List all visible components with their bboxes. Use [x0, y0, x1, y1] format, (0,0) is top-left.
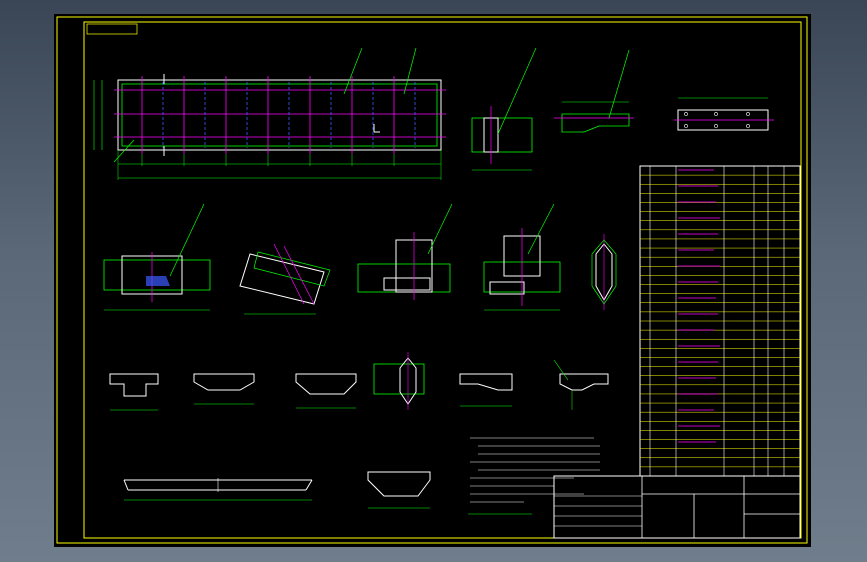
small-section-1: [109, 373, 159, 411]
technical-requirements: [468, 437, 600, 515]
section-view-c: [674, 97, 774, 131]
drawing-stamp-box: [86, 23, 138, 35]
small-section-3: [295, 373, 357, 409]
sheet-outer-border: [56, 16, 808, 544]
drawing-sheet: [56, 16, 808, 544]
small-section-2: [193, 373, 255, 405]
detail-view-4: [483, 203, 561, 311]
sheet-inner-border: [83, 21, 802, 539]
section-view-a: [471, 47, 537, 171]
detail-view-3: [357, 203, 453, 300]
detail-view-1: [103, 203, 211, 311]
title-block: [553, 475, 801, 539]
detail-view-5: [591, 234, 617, 310]
small-section-5: [459, 373, 513, 407]
small-section-6: [553, 359, 609, 410]
small-section-4: [373, 352, 425, 410]
bottom-plate-view: [123, 478, 313, 501]
bom-table: [639, 165, 801, 477]
bottom-small-section: [367, 471, 431, 509]
detail-view-2: [239, 243, 331, 315]
cad-drawing-viewport[interactable]: [54, 14, 811, 547]
main-view: [93, 47, 446, 180]
section-view-b: [554, 49, 634, 133]
